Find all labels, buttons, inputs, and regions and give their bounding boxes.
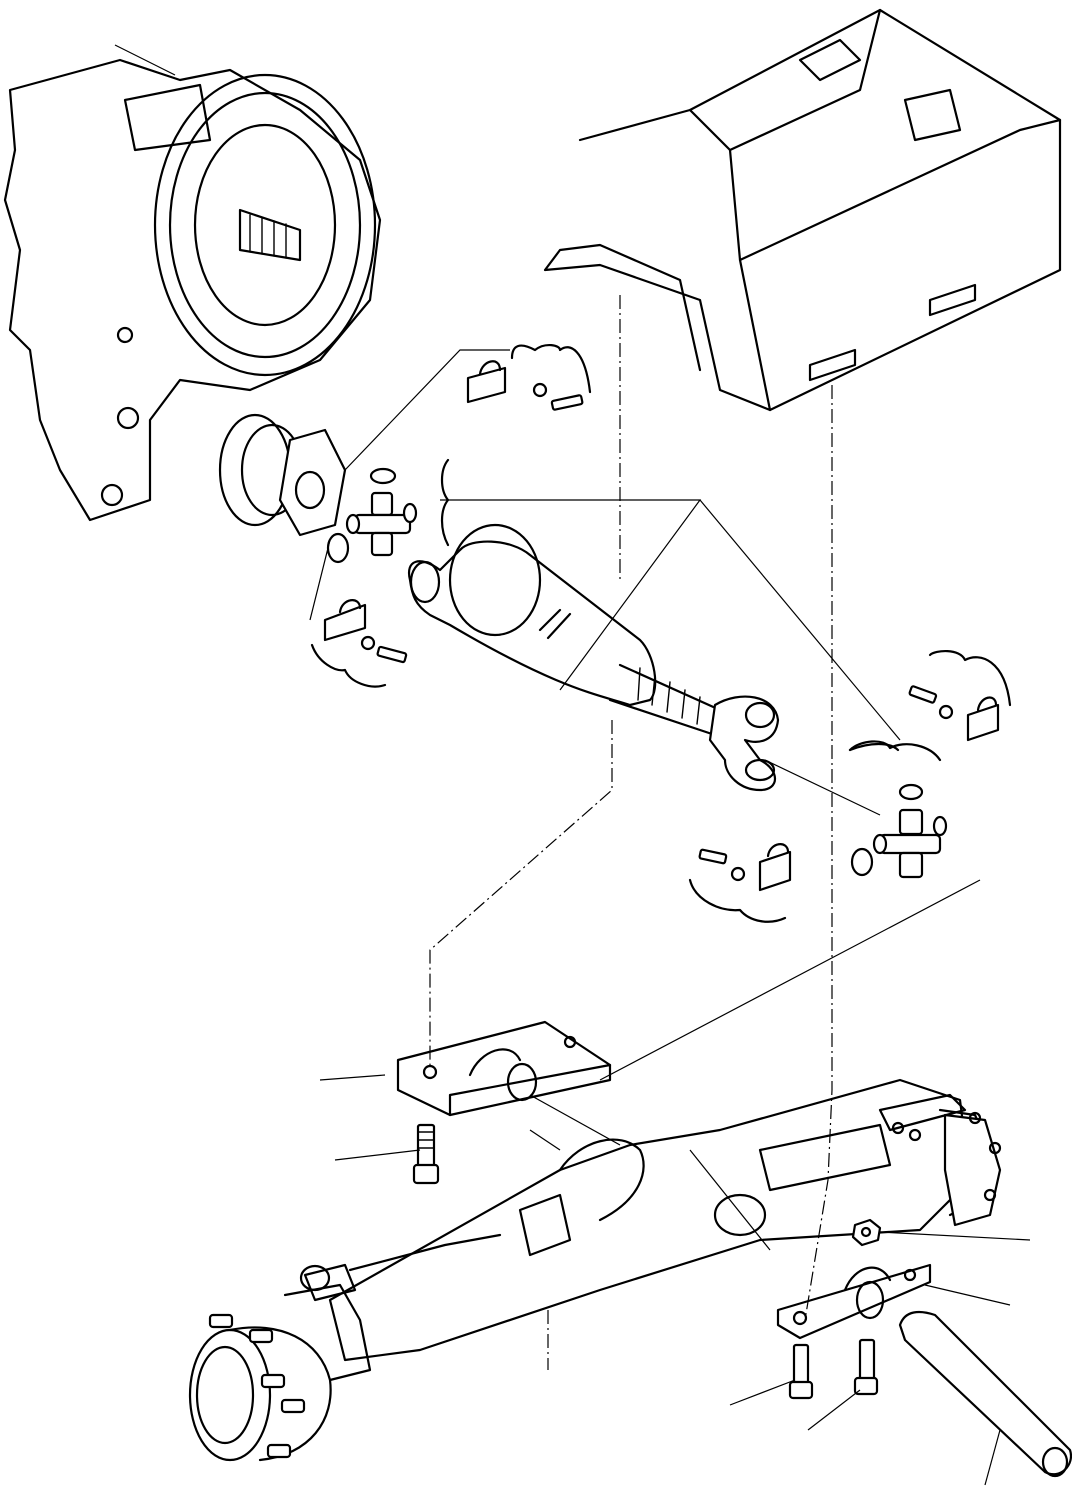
upper-universal-joint [326, 467, 418, 564]
bracket-bolt-right [853, 1338, 879, 1396]
front-axle [299, 1078, 997, 1362]
clamp-kit-right [848, 650, 1012, 762]
lower-support-bracket [776, 1263, 932, 1340]
wheel-hub-right [943, 1111, 1002, 1227]
lower-universal-joint [850, 783, 948, 879]
bracket-bolt-top [412, 1123, 440, 1185]
drive-shaft [407, 523, 780, 792]
output-flange [218, 413, 347, 537]
clamp-kit-left [310, 599, 408, 688]
bracket-bolt-left [788, 1343, 814, 1400]
hex-nut [851, 1218, 882, 1247]
upper-support-bracket [396, 1020, 612, 1117]
leader-lines [114, 44, 1031, 1486]
chassis-frame [543, 8, 1062, 412]
transmission-housing [3, 58, 382, 522]
clamp-kit-center [688, 843, 792, 923]
pivot-pin [898, 1310, 1072, 1478]
brace-symbols [440, 458, 900, 752]
wheel-hub-left [188, 1283, 372, 1462]
clamp-kit-top [466, 344, 592, 411]
center-lines [429, 295, 833, 1370]
